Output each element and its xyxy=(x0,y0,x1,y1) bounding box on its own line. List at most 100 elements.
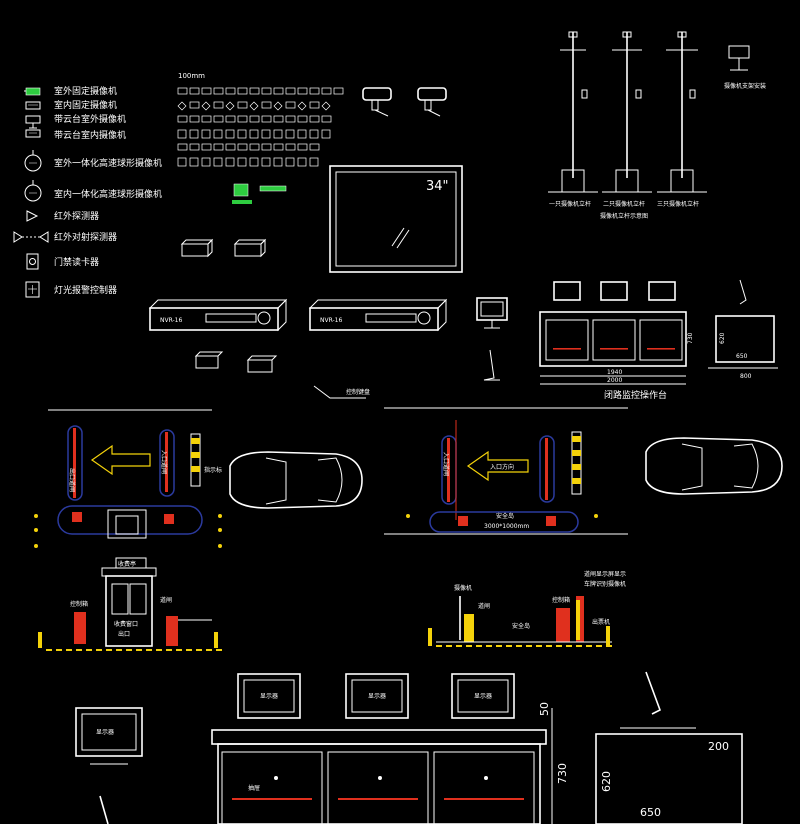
library-symbol xyxy=(285,101,296,109)
library-symbol xyxy=(249,129,259,139)
library-symbol xyxy=(285,87,296,95)
library-symbol xyxy=(201,157,211,167)
library-symbol xyxy=(261,157,271,167)
pole-one-camera xyxy=(548,31,598,193)
library-symbol xyxy=(273,87,284,95)
outdoor-dome-camera-icon xyxy=(24,150,42,172)
library-symbol xyxy=(237,87,248,95)
library-symbol xyxy=(321,129,331,139)
console-monitor-3: 显示器 xyxy=(451,673,515,719)
console-monitor-1: 显示器 xyxy=(237,673,301,719)
small-monitor xyxy=(476,297,508,381)
library-symbol xyxy=(225,101,235,111)
library-symbol xyxy=(225,157,235,167)
pole-three-camera xyxy=(657,31,707,193)
library-symbol xyxy=(225,87,236,95)
library-symbol xyxy=(201,115,212,123)
left-exit-label: 出口道闸 xyxy=(68,468,76,492)
scale-label: 100mm xyxy=(178,72,205,80)
console-small-width-outer: 2000 xyxy=(607,377,622,384)
outdoor-ptz-camera-icon xyxy=(25,115,41,129)
light-alarm-controller-icon xyxy=(25,281,40,298)
library-symbol xyxy=(309,143,320,151)
library-symbol xyxy=(297,157,307,167)
infrared-beam-detector-icon xyxy=(13,231,49,243)
library-symbol xyxy=(309,129,319,139)
console-small-width-inner: 1940 xyxy=(607,369,622,376)
indoor-fixed-camera-icon xyxy=(25,101,41,110)
infrared-detector-icon xyxy=(26,210,39,222)
symbol-library: 100mm xyxy=(177,72,344,373)
standalone-monitor: 显示器 xyxy=(75,707,143,824)
console-small-side-depth: 650 xyxy=(736,353,748,360)
left-entry-label: 入口道闸 xyxy=(160,450,168,474)
right-base-dim: 3000*1000mm xyxy=(484,523,529,530)
console-monitor-3-label: 显示器 xyxy=(474,693,492,700)
car-top-view-right xyxy=(645,437,783,495)
booth-right-note-mid: 车牌识别摄像机 xyxy=(584,580,626,588)
library-symbol xyxy=(321,101,331,111)
library-symbol xyxy=(273,143,284,151)
library-symbol xyxy=(225,143,236,151)
library-symbol xyxy=(285,143,296,151)
library-symbol xyxy=(261,143,272,151)
library-symbol xyxy=(189,129,199,139)
standalone-monitor-label: 显示器 xyxy=(96,729,114,736)
toll-booth-right: 摄像机 道闸 控制箱 道闸显示屏显示 车牌识别摄像机 出票机 安全岛 xyxy=(428,570,626,647)
library-symbol xyxy=(249,143,260,151)
library-symbol xyxy=(285,157,295,167)
right-entry-label: 入口道闸 xyxy=(442,452,450,476)
large-monitor-34: 34" xyxy=(329,165,463,273)
library-symbol xyxy=(225,115,236,123)
console-small-side-height: 620 xyxy=(719,332,726,344)
library-symbol xyxy=(261,115,272,123)
library-symbol xyxy=(249,101,259,111)
console-small: 1940 2000 730 闭路监控操作台 650 800 620 xyxy=(539,279,778,401)
library-symbol xyxy=(297,87,308,95)
library-symbol xyxy=(189,157,199,167)
library-symbol xyxy=(177,87,188,95)
library-symbol xyxy=(189,101,200,109)
indoor-ptz-camera-icon xyxy=(25,129,41,138)
mount-label: 摄像机支架安装 xyxy=(724,82,766,90)
legend-label-3: 带云台室外摄像机 xyxy=(54,113,126,125)
booth-right-note-top: 道闸显示屏显示 xyxy=(584,570,626,578)
library-symbol xyxy=(201,87,212,95)
booth-gate-label: 出口 xyxy=(118,630,130,638)
library-symbol xyxy=(309,101,320,109)
camera-mount-bracket: 摄像机支架安装 xyxy=(724,45,766,90)
legend-label-4: 带云台室内摄像机 xyxy=(54,129,126,141)
poles-caption: 摄像机立杆示意图 xyxy=(600,212,648,220)
console-side-top-dim: 200 xyxy=(708,740,729,753)
outdoor-fixed-camera-icon xyxy=(24,87,41,96)
nvr-left-label: NVR-16 xyxy=(160,317,183,324)
legend-label-9: 门禁读卡器 xyxy=(54,256,99,268)
console-top-dim: 50 xyxy=(538,702,551,716)
booth-right-ticket-label: 出票机 xyxy=(592,618,610,626)
bollard-right-yellow xyxy=(571,431,582,495)
library-symbol xyxy=(189,143,200,151)
pole-label-3: 三只摄像机立杆 xyxy=(657,200,699,208)
booth-sign-label: 控制箱 xyxy=(70,600,88,608)
booth-right-camera-label: 摄像机 xyxy=(454,584,472,592)
console-monitor-2-label: 显示器 xyxy=(368,693,386,700)
legend: 室外固定摄像机 室内固定摄像机 带云台室外摄像机 带云台室内摄像机 室外一体化高… xyxy=(13,85,162,298)
library-symbol xyxy=(213,101,224,109)
library-symbol xyxy=(177,101,187,111)
library-symbol xyxy=(249,115,260,123)
library-symbol xyxy=(213,157,223,167)
library-symbol xyxy=(249,157,259,167)
library-symbol xyxy=(177,143,188,151)
symbol-grid xyxy=(177,87,344,167)
legend-label-7: 红外探测器 xyxy=(54,210,99,222)
booth-right-barrier-label: 道闸 xyxy=(478,602,490,610)
console-height-dim: 730 xyxy=(556,763,569,784)
indoor-dome-camera-icon xyxy=(24,180,42,202)
booth-right-box-label: 控制箱 xyxy=(552,596,570,604)
library-symbol xyxy=(177,157,187,167)
booth-window-label: 收费窗口 xyxy=(114,620,138,628)
cctv-camera-icon xyxy=(362,87,447,117)
library-symbol xyxy=(297,101,307,111)
